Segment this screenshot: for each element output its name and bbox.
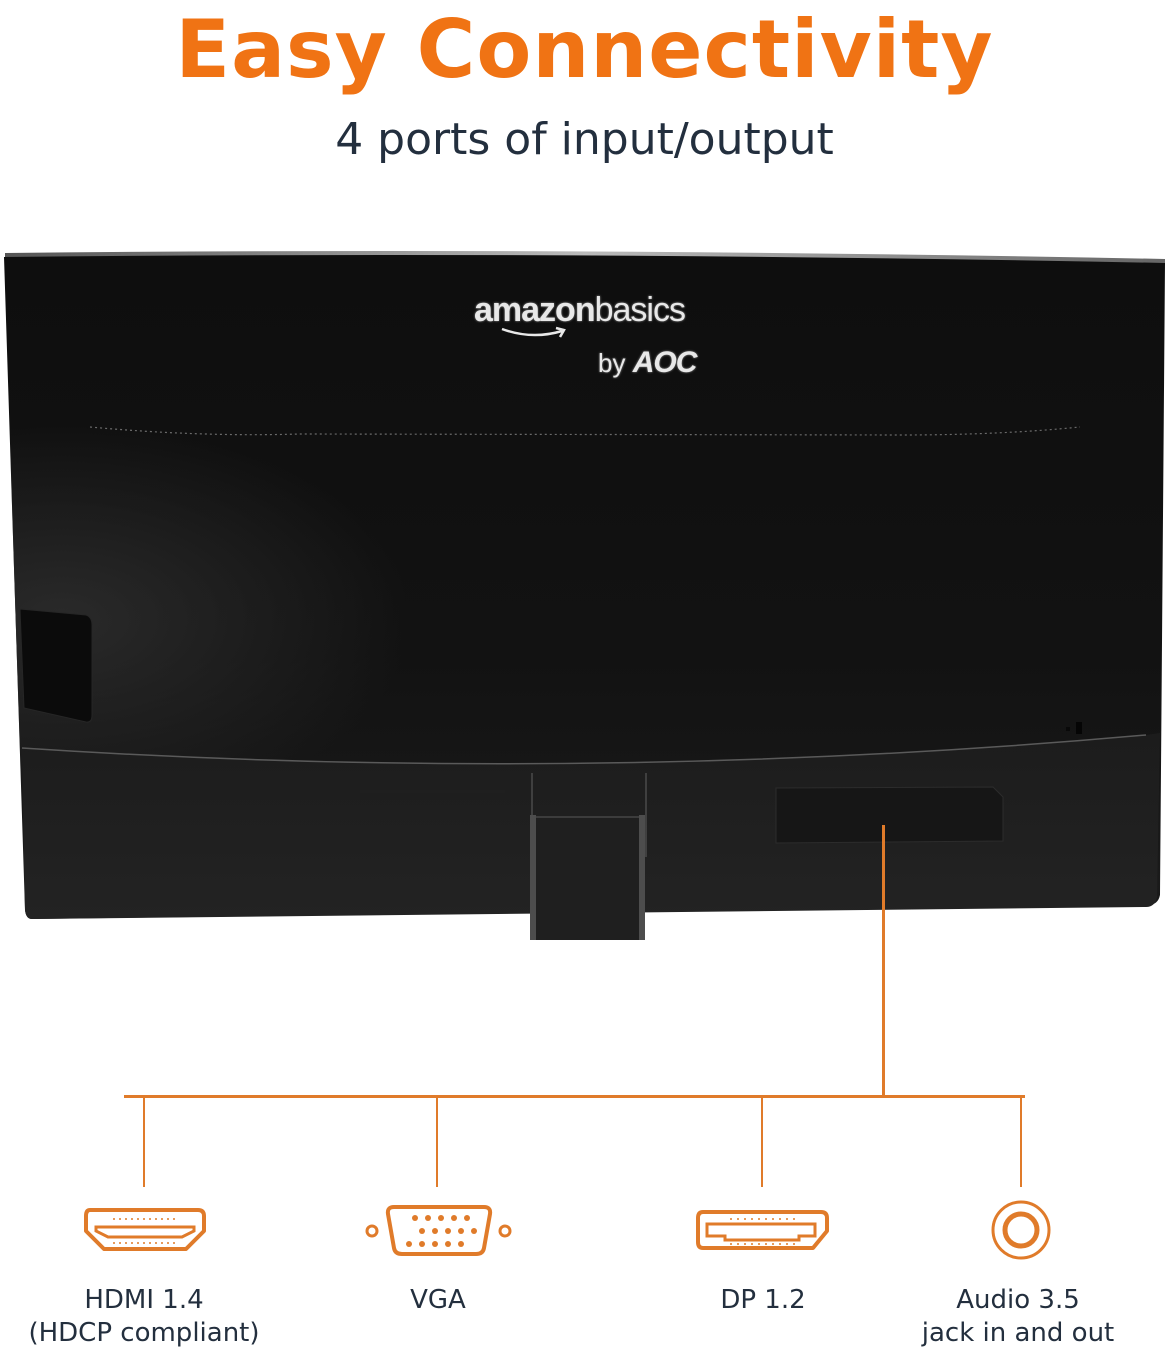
by-label: by <box>598 348 626 378</box>
port-label-audio-line1: Audio 3.5 <box>956 1285 1080 1315</box>
connector-drop-hdmi <box>143 1097 145 1187</box>
monitor-back-image <box>0 245 1169 945</box>
port-label-dp: DP 1.2 <box>663 1284 863 1317</box>
manufacturer-logo: AOC <box>632 346 698 379</box>
amazon-smile-icon <box>501 326 566 338</box>
connector-drop-dp <box>761 1097 763 1187</box>
port-label-vga: VGA <box>338 1284 538 1317</box>
brand-logo: amazonbasics by AOC <box>474 290 714 379</box>
brand-wordmark: amazonbasics <box>474 290 714 330</box>
connector-horizontal-line <box>124 1095 1025 1098</box>
headline-subtitle: 4 ports of input/output <box>335 114 834 165</box>
port-label-vga-line1: VGA <box>410 1285 466 1315</box>
port-label-audio-line2: jack in and out <box>921 1318 1115 1348</box>
vga-port-icon <box>365 1205 512 1256</box>
port-label-hdmi-line2: (HDCP compliant) <box>28 1318 260 1348</box>
connector-main-line <box>882 825 885 1098</box>
audio-jack-icon <box>991 1200 1051 1260</box>
brand-prefix: amazon <box>474 291 596 329</box>
port-label-hdmi-line1: HDMI 1.4 <box>84 1285 204 1315</box>
displayport-icon <box>696 1210 829 1250</box>
connector-drop-audio <box>1020 1097 1022 1187</box>
connector-drop-vga <box>436 1097 438 1187</box>
hdmi-port-icon <box>84 1208 206 1251</box>
headline-title: Easy Connectivity <box>175 3 994 96</box>
brand-by-line: by AOC <box>598 346 698 380</box>
brand-suffix: basics <box>594 291 686 329</box>
port-label-audio: Audio 3.5 jack in and out <box>868 1284 1168 1350</box>
port-label-hdmi: HDMI 1.4 (HDCP compliant) <box>0 1284 294 1350</box>
port-label-dp-line1: DP 1.2 <box>720 1285 806 1315</box>
